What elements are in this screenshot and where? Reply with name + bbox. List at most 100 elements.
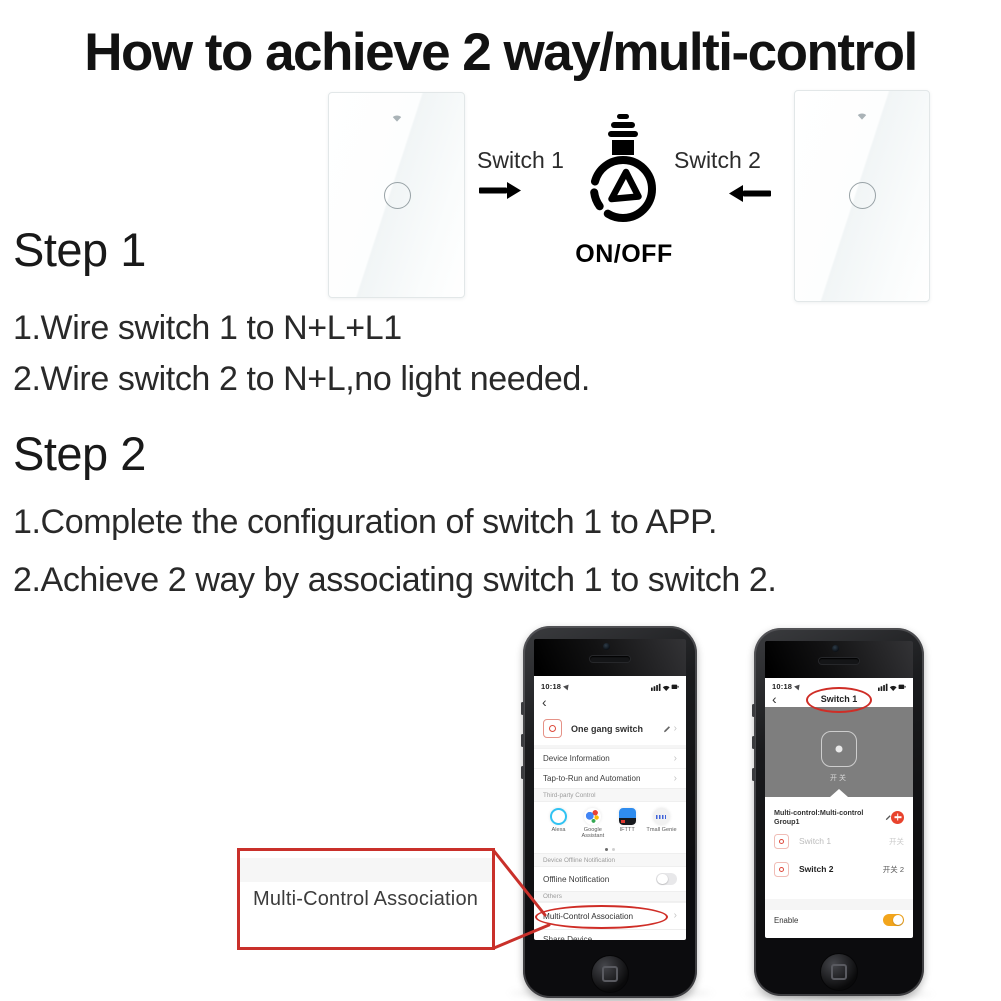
edit-pencil-icon[interactable] <box>885 814 891 821</box>
switch2-label: Switch 2 <box>674 147 761 173</box>
group-label: Multi-control:Multi-control Group1 <box>774 808 864 826</box>
multi-control-association-row[interactable]: Multi-Control Association › <box>534 902 686 929</box>
phone-side-button <box>752 768 755 781</box>
enable-toggle-on[interactable] <box>883 914 904 926</box>
enable-label: Enable <box>774 915 799 925</box>
device-card[interactable]: One gang switch › <box>534 712 686 748</box>
callout-box: Multi-Control Association <box>237 848 495 950</box>
switch-control-area: 开关 <box>765 707 913 797</box>
device-title: Switch 1 <box>820 694 858 704</box>
offline-toggle-off[interactable] <box>656 873 677 885</box>
status-time: 10:18 <box>772 682 793 691</box>
dot <box>612 847 615 851</box>
onoff-label: ON/OFF <box>575 240 673 268</box>
switch-device-icon <box>774 861 789 877</box>
device-header: ‹ Switch 1 <box>765 687 913 713</box>
divider-band <box>765 899 913 910</box>
chevron-right-icon: › <box>673 772 677 784</box>
camera-dot <box>603 643 610 650</box>
menu-label: Device Information <box>543 754 610 763</box>
status-bar: 10:18 <box>534 676 686 692</box>
speaker-slit <box>819 658 859 664</box>
touch-button-circle <box>384 182 411 209</box>
service-alexa[interactable]: Alexa <box>543 808 574 845</box>
phone1-screen: 10:18 ‹ One ga <box>534 639 686 940</box>
step2-heading: Step 2 <box>13 427 146 480</box>
arrow-right-icon <box>479 182 521 204</box>
service-ifttt[interactable]: IFTTT <box>612 808 643 845</box>
multi-control-group-row: Multi-control:Multi-control Group1 <box>765 797 913 827</box>
offline-notification-label: Offline Notification <box>543 874 610 884</box>
location-arrow-icon <box>794 682 803 691</box>
tmall-genie-icon <box>652 808 670 825</box>
light-bulb-icon <box>586 114 660 237</box>
phone2-screen: 10:18 ‹ Switch 1 <box>765 641 913 938</box>
share-device-label: Share Device <box>543 935 593 940</box>
service-google-assistant[interactable]: Google Assistant <box>577 808 608 845</box>
third-party-services: Alexa Google Assistant IFTTT Tmall Genie <box>534 802 686 845</box>
chevron-right-icon: › <box>673 722 677 734</box>
status-bar: 10:18 <box>765 678 913 691</box>
home-button[interactable] <box>820 953 858 991</box>
section-device-offline-notification: Device Offline Notification <box>534 853 686 867</box>
switch-touch-button[interactable] <box>821 731 857 767</box>
alexa-icon <box>550 808 567 825</box>
menu-label: Tap-to-Run and Automation <box>543 774 641 783</box>
phone-side-button <box>752 704 755 717</box>
home-button[interactable] <box>591 955 629 993</box>
pagination-dots <box>534 845 686 853</box>
page-title: How to achieve 2 way/multi-control <box>84 23 918 82</box>
ifttt-icon <box>618 808 636 825</box>
enable-row: Enable <box>765 910 913 930</box>
switch1-panel-image <box>328 92 465 298</box>
back-chevron-icon[interactable]: ‹ <box>772 691 777 707</box>
phone2-app-ui: 10:18 ‹ Switch 1 <box>765 678 913 938</box>
step1-item-1: 1.Wire switch 1 to N+L+L1 <box>13 309 402 347</box>
arrow-left-icon <box>729 185 771 207</box>
phone1-app-ui: 10:18 ‹ One ga <box>534 676 686 940</box>
dot-active <box>605 847 608 851</box>
google-assistant-icon <box>584 808 602 825</box>
chevron-right-icon: › <box>673 752 677 764</box>
service-label: Alexa <box>551 827 566 833</box>
service-label: Tmall Genie <box>646 827 677 833</box>
status-time: 10:18 <box>541 681 562 691</box>
switch2-panel-image <box>794 90 930 302</box>
touch-button-circle <box>849 182 876 209</box>
section-third-party-control: Third-party Control <box>534 788 686 802</box>
phone2: 10:18 ‹ Switch 1 <box>752 628 924 996</box>
phone1: 10:18 ‹ One ga <box>521 626 697 998</box>
add-device-button[interactable] <box>891 810 904 824</box>
status-icons <box>651 682 679 691</box>
spacer <box>765 883 913 899</box>
back-button[interactable]: ‹ <box>534 692 686 712</box>
switch-caption: 开关 <box>830 775 848 782</box>
switch-device-icon <box>543 719 562 738</box>
multi-control-association-label: Multi-Control Association <box>543 911 634 921</box>
service-label: IFTTT <box>619 827 635 833</box>
back-chevron-icon: ‹ <box>542 694 547 710</box>
speaker-slit <box>590 656 630 662</box>
device-status: 开关 <box>889 836 904 846</box>
phone-side-button <box>521 702 524 715</box>
service-tmall-genie[interactable]: Tmall Genie <box>646 808 677 845</box>
group-device-row-1[interactable]: Switch 1 开关 <box>765 827 913 855</box>
phone-side-button <box>521 734 524 747</box>
step2-item-2: 2.Achieve 2 way by associating switch 1 … <box>13 561 777 599</box>
menu-row-tap-to-run[interactable]: Tap-to-Run and Automation › <box>534 768 686 788</box>
share-device-row[interactable]: Share Device <box>534 929 686 940</box>
location-arrow-icon <box>563 682 572 690</box>
edit-pencil-icon[interactable] <box>663 725 671 733</box>
wifi-icon <box>391 109 403 127</box>
device-name: Switch 1 <box>799 836 832 846</box>
phone-side-button <box>521 766 524 779</box>
callout-label: Multi-Control Association <box>253 887 479 910</box>
phone-side-button <box>752 736 755 749</box>
device-name: Switch 2 <box>799 864 834 874</box>
offline-notification-row: Offline Notification <box>534 867 686 891</box>
group-device-row-2[interactable]: Switch 2 开关 2 <box>765 855 913 883</box>
menu-row-device-information[interactable]: Device Information › <box>534 748 686 768</box>
section-others: Others <box>534 891 686 902</box>
service-label: Google Assistant <box>581 827 605 840</box>
